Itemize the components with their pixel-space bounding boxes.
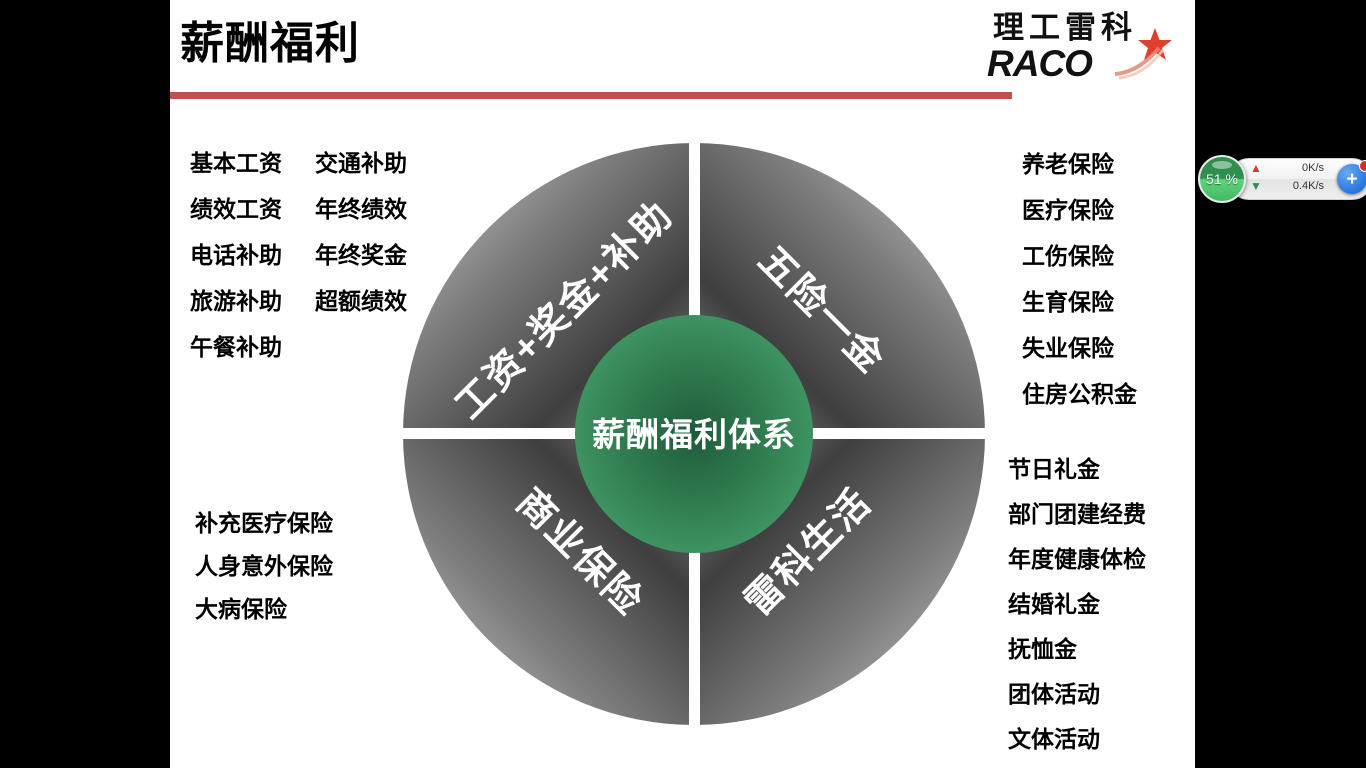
list-item: 生育保险: [1022, 289, 1114, 315]
social-insurance-column: 养老保险 医疗保险 工伤保险 生育保险 失业保险 住房公积金: [1022, 153, 1137, 429]
list-item: 超额绩效: [315, 288, 407, 314]
cpu-usage-value: 51 %: [1206, 171, 1238, 187]
list-item: 年终奖金: [315, 242, 407, 268]
cpu-usage-ball[interactable]: 51 %: [1198, 155, 1246, 203]
list-item: 工伤保险: [1022, 243, 1114, 269]
list-item: 节日礼金: [1008, 456, 1100, 482]
bonus-items-column: 交通补助 年终绩效 年终奖金 超额绩效: [315, 152, 407, 336]
list-item: 人身意外保险: [195, 553, 333, 579]
company-logo: 理工雷科 RACO: [983, 12, 1178, 90]
hub-circle: [575, 315, 813, 553]
list-item: 补充医疗保险: [195, 510, 333, 536]
title-underline-rule: [170, 92, 1012, 99]
logo-chinese-text: 理工雷科: [993, 10, 1137, 45]
upload-speed-row: ▲ 0K/s: [1250, 162, 1324, 174]
list-item: 结婚礼金: [1008, 591, 1100, 617]
list-item: 年度健康体检: [1008, 546, 1146, 572]
star-icon: [1114, 28, 1172, 80]
list-item: 团体活动: [1008, 681, 1100, 707]
hub-label: 薪酬福利体系: [592, 416, 796, 453]
list-item: 电话补助: [190, 242, 282, 268]
upload-speed-value: 0K/s: [1301, 161, 1324, 174]
arrow-down-icon: ▼: [1250, 179, 1262, 193]
salary-items-column: 基本工资 绩效工资 电话补助 旅游补助 午餐补助: [190, 152, 282, 382]
download-speed-row: ▼ 0.4K/s: [1250, 180, 1324, 192]
page-title: 薪酬福利: [180, 19, 360, 68]
network-monitor-widget[interactable]: ▲ 0K/s ▼ 0.4K/s + 51 %: [1198, 155, 1366, 203]
list-item: 住房公积金: [1022, 381, 1137, 407]
list-item: 养老保险: [1022, 151, 1114, 177]
list-item: 基本工资: [190, 150, 282, 176]
commercial-insurance-column: 补充医疗保险 人身意外保险 大病保险: [195, 512, 333, 641]
list-item: 部门团建经费: [1008, 501, 1146, 527]
list-item: 年终绩效: [315, 196, 407, 222]
list-item: 交通补助: [315, 150, 407, 176]
list-item: 文体活动: [1008, 726, 1100, 752]
download-speed-value: 0.4K/s: [1292, 179, 1324, 192]
compensation-donut-diagram: 工资+奖金+补助 五险一金 商业保险 雷科生活 薪酬福利体系: [403, 143, 985, 725]
company-life-column: 节日礼金 部门团建经费 年度健康体检 结婚礼金 抚恤金 团体活动 文体活动: [1008, 458, 1146, 768]
list-item: 绩效工资: [190, 196, 282, 222]
list-item: 午餐补助: [190, 334, 282, 360]
logo-english-text: RACO: [987, 43, 1093, 84]
list-item: 抚恤金: [1008, 636, 1077, 662]
list-item: 医疗保险: [1022, 197, 1114, 223]
list-item: 大病保险: [195, 596, 287, 622]
presentation-slide: 薪酬福利 理工雷科 RACO 基本工资 绩效工资 电话补助 旅游补助 午餐补助 …: [170, 0, 1195, 768]
list-item: 失业保险: [1022, 335, 1114, 361]
list-item: 旅游补助: [190, 288, 282, 314]
plus-icon: +: [1346, 168, 1358, 190]
ball-gloss: [1212, 161, 1232, 169]
arrow-up-icon: ▲: [1250, 161, 1262, 175]
notification-badge-icon: [1359, 160, 1366, 172]
